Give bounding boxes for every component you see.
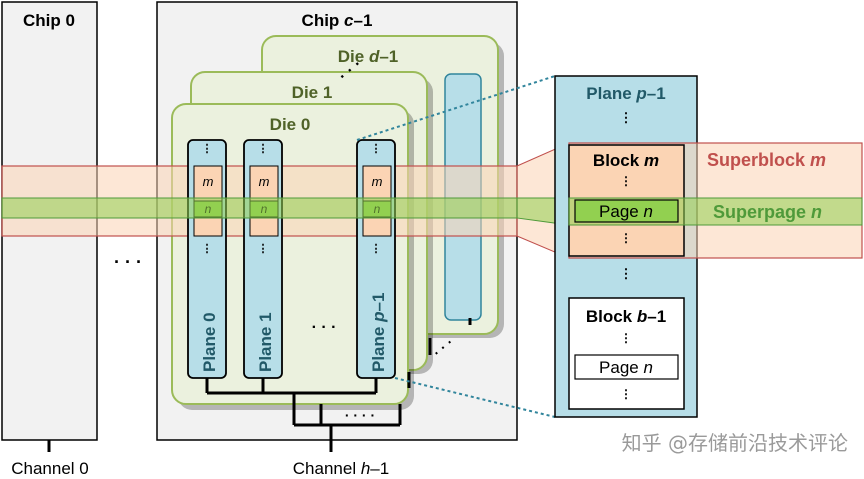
plane-p-dots-lower: ⋮ xyxy=(371,243,382,255)
detail-block-b-page-n-label: Page n xyxy=(599,358,653,377)
detail-dots-middle: ⋮ xyxy=(620,266,633,281)
bus-wiring xyxy=(205,318,472,440)
detail-block-b-dots-lower: ⋮ xyxy=(620,387,632,401)
detail-page-n xyxy=(574,199,679,223)
detail-block-m-dots: ⋮ xyxy=(620,174,632,188)
chips-ellipsis: · · · xyxy=(114,252,142,272)
plane-0-dots-lower: ⋮ xyxy=(202,243,213,255)
channel-0-label: Channel 0 xyxy=(11,459,89,478)
plane-1-dots: ⋮ xyxy=(258,143,269,155)
superpage-band-left xyxy=(1,197,518,219)
plane-1-label: Plane 1 xyxy=(256,312,275,372)
plane-1-cell-m: m xyxy=(259,174,270,189)
detail-block-m-label: Block m xyxy=(593,151,659,170)
die-0-label: Die 0 xyxy=(270,115,311,134)
plane-p-dots: ⋮ xyxy=(371,143,382,155)
superblock-label: Superblock m xyxy=(707,150,826,170)
watermark: 知乎 @存储前沿技术评论 xyxy=(622,431,848,455)
die-d-label: Die d–1 xyxy=(338,47,399,66)
plane-0-label: Plane 0 xyxy=(200,312,219,372)
plane-0-dots: ⋮ xyxy=(202,143,213,155)
superpage-label: Superpage n xyxy=(713,202,822,222)
bus-ellipsis: · · · · xyxy=(345,407,375,423)
detail-block-m-dots-lower: ⋮ xyxy=(620,231,632,245)
plane-p-label: Plane p–1 xyxy=(369,293,388,372)
detail-plane-title: Plane p–1 xyxy=(586,84,665,103)
chip-c-label: Chip c–1 xyxy=(302,11,373,30)
chip-0-label: Chip 0 xyxy=(23,11,75,30)
channel-h-label: Channel h–1 xyxy=(293,459,389,478)
plane-p-cell-m: m xyxy=(372,174,383,189)
detail-block-b-page-n xyxy=(574,354,679,380)
detail-block-b xyxy=(568,297,685,410)
die-1-label: Die 1 xyxy=(292,83,333,102)
plane-1-dots-lower: ⋮ xyxy=(258,243,269,255)
zoom-line-top xyxy=(356,75,556,141)
detail-block-b-dots: ⋮ xyxy=(620,331,632,345)
planes-ellipsis: · · · xyxy=(312,319,337,336)
plane-0-cell-m: m xyxy=(203,174,214,189)
detail-block-b-label: Block b–1 xyxy=(586,307,666,326)
detail-page-n-label: Page n xyxy=(599,202,653,221)
detail-dots-top: ⋮ xyxy=(620,110,633,125)
